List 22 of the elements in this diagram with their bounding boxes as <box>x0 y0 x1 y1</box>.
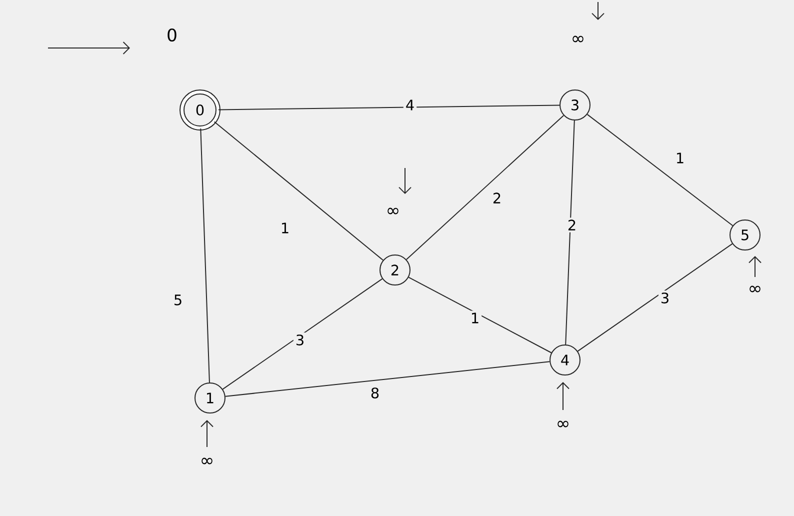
edge-label: 3 <box>293 332 307 348</box>
edge-line <box>565 120 575 346</box>
edge-line <box>406 114 564 260</box>
edge-line <box>214 121 384 261</box>
distance-label: ∞ <box>572 36 584 42</box>
edge-line <box>224 361 550 397</box>
edge-line <box>586 114 734 226</box>
distance-label: ∞ <box>750 286 760 292</box>
distance-label: ∞ <box>558 420 568 428</box>
edge-label: 5 <box>171 292 185 308</box>
distance-label: ∞ <box>388 208 398 214</box>
edge-line <box>408 276 552 354</box>
edge-line <box>577 243 733 352</box>
distance-label: 0 <box>168 28 176 42</box>
edge-label: 2 <box>565 218 579 232</box>
edge-line <box>218 104 560 110</box>
edge-label: 3 <box>658 290 672 306</box>
edge-line <box>200 128 210 384</box>
edge-label: 8 <box>368 386 382 400</box>
edge-line <box>222 278 383 390</box>
distance-label: ∞ <box>202 458 212 464</box>
edge-label: 2 <box>490 190 504 206</box>
